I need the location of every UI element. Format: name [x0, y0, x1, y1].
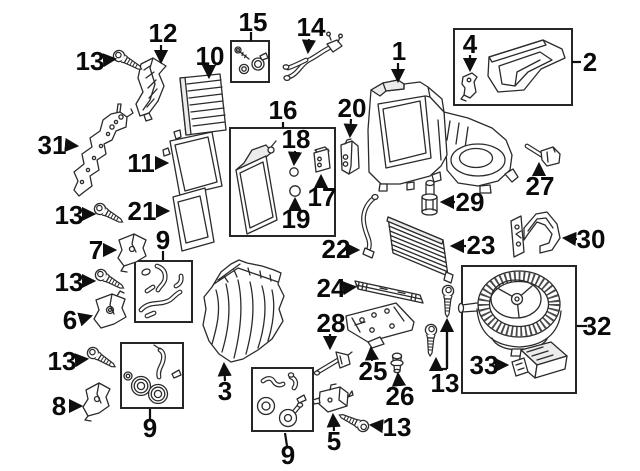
- callout-label-24: 24: [317, 273, 346, 303]
- part-33-blower-resistor: [511, 341, 568, 379]
- part-17-expansion-valve: [313, 146, 331, 173]
- part-26-stud: [390, 352, 404, 374]
- callout-pointers: [64, 32, 587, 447]
- part-1-hvac-case: [367, 79, 519, 194]
- part-5-actuator: [312, 383, 354, 413]
- callout-label-26: 26: [386, 381, 415, 411]
- part-25-mounting-plate: [345, 302, 415, 349]
- callout-label-13: 13: [431, 368, 460, 398]
- callout-label-31: 31: [38, 130, 67, 160]
- callout-label-10: 10: [196, 41, 225, 71]
- part-19-o-ring: [289, 185, 301, 197]
- part-28-lever: [313, 351, 353, 376]
- callout-label-9: 9: [281, 440, 295, 470]
- part-8-bracket: [82, 382, 111, 422]
- callout-label-20: 20: [338, 93, 367, 123]
- callout-label-14: 14: [297, 12, 326, 42]
- callout-label-13: 13: [383, 412, 412, 442]
- part-11-core-panel: [162, 129, 223, 197]
- callout-label-15: 15: [239, 7, 268, 37]
- part-12-bracket: [135, 57, 167, 122]
- part-7-bracket: [117, 233, 147, 273]
- callout-label-7: 7: [89, 235, 103, 265]
- part-29-cylinder: [421, 179, 438, 216]
- callout-label-1: 1: [392, 36, 406, 66]
- callout-label-9: 9: [143, 413, 157, 443]
- callout-label-5: 5: [327, 426, 341, 456]
- callout-label-2: 2: [583, 47, 597, 77]
- part-22-drain-tube: [361, 193, 379, 259]
- callout-label-27: 27: [526, 171, 555, 201]
- callout-label-32: 32: [583, 311, 612, 341]
- part-10-heater-core: [179, 73, 227, 136]
- part-16-evaporator: [235, 140, 278, 235]
- callout-label-8: 8: [52, 391, 66, 421]
- callout-label-23: 23: [467, 230, 496, 260]
- callout-label-21: 21: [128, 196, 157, 226]
- part-9-hose-kit-a: [138, 263, 184, 319]
- part-13-bolt: [336, 409, 372, 435]
- part-13-bolt-vertical-b: [423, 323, 438, 357]
- part-14-heater-pipes: [282, 31, 343, 82]
- callout-label-13: 13: [76, 46, 105, 76]
- callout-label-25: 25: [359, 356, 388, 386]
- callout-label-13: 13: [48, 346, 77, 376]
- callout-label-3: 3: [218, 376, 232, 406]
- callout-label-6: 6: [63, 305, 77, 335]
- part-4-bracket: [460, 72, 478, 102]
- callout-label-13: 13: [55, 200, 84, 230]
- part-31-mount-bracket: [73, 103, 134, 197]
- callout-label-29: 29: [456, 187, 485, 217]
- part-24-support-strip: [354, 280, 424, 304]
- callout-label-13: 13: [55, 267, 84, 297]
- callout-label-18: 18: [282, 124, 311, 154]
- part-30-pipe-bracket: [510, 211, 561, 258]
- part-23-aux-core: [386, 216, 454, 284]
- part-32-blower-motor: [457, 270, 562, 357]
- callout-label-9: 9: [156, 225, 170, 255]
- callout-label-12: 12: [149, 18, 178, 48]
- part-15-clamp-kit: [234, 46, 269, 75]
- part-13-bolt: [84, 344, 119, 373]
- callout-label-4: 4: [463, 29, 478, 59]
- callout-label-16: 16: [269, 95, 298, 125]
- callout-label-11: 11: [127, 148, 155, 178]
- callout-label-17: 17: [308, 182, 337, 212]
- part-3-air-distribution-housing: [202, 259, 285, 363]
- part-27-sensor-plug: [524, 143, 561, 167]
- callout-label-28: 28: [317, 308, 346, 338]
- part-9-grommet-kit-b: [123, 344, 182, 405]
- part-13-bolt: [91, 200, 126, 228]
- part-21-filter-frame: [172, 187, 215, 252]
- part-18-o-ring: [289, 167, 299, 177]
- callout-label-33: 33: [470, 350, 499, 380]
- part-6-bracket: [93, 290, 127, 329]
- part-9-grommet-kit-c: [256, 372, 307, 428]
- callout-label-19: 19: [282, 204, 311, 234]
- part-13-bolt-vertical-a: [440, 284, 455, 318]
- part-2-floor-duct: [487, 39, 566, 93]
- callout-label-30: 30: [577, 224, 606, 254]
- callout-label-22: 22: [322, 234, 351, 264]
- part-20-actuator: [340, 138, 360, 175]
